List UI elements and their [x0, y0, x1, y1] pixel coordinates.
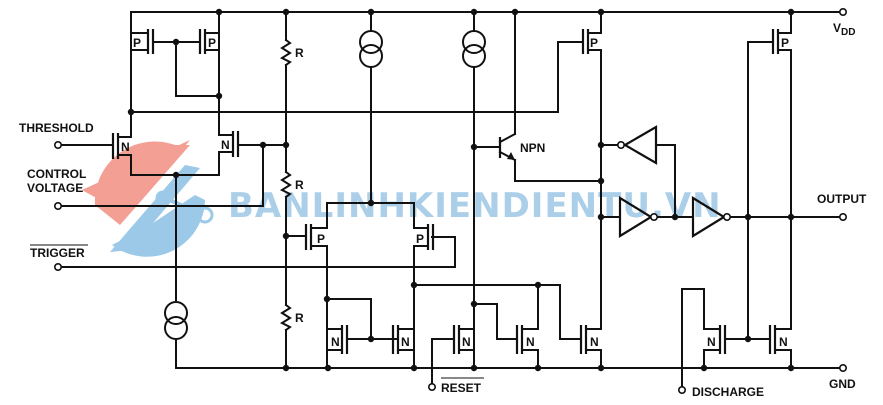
discharge-terminal[interactable]	[677, 385, 686, 394]
watermark-logo-icon	[82, 140, 214, 257]
nmos-label: N	[121, 140, 130, 154]
resistor-ladder	[279, 8, 292, 372]
nmos-label: N	[401, 335, 410, 349]
control-voltage-label: VOLTAGE	[27, 181, 83, 195]
gnd-terminal[interactable]	[838, 363, 847, 372]
resistor-label: R	[295, 46, 304, 60]
pmos-label: P	[416, 232, 424, 246]
control-voltage-label: CONTROL	[27, 167, 86, 181]
pmos-label: P	[590, 36, 598, 50]
nmos-mirror-trigger	[323, 281, 561, 372]
nmos-output	[747, 325, 795, 372]
pmos-trigger-pair	[285, 202, 435, 369]
nmos-flipflop	[473, 281, 605, 372]
pmos-label: P	[133, 36, 141, 50]
reset-label: RESET	[441, 381, 482, 395]
pmos-mirror-left	[130, 8, 223, 136]
current-source-middle	[359, 8, 383, 207]
nmos-label: N	[526, 335, 535, 349]
trigger-label: TRIGGER	[30, 246, 85, 260]
gnd-label: GND	[829, 377, 856, 391]
pmos-label: P	[317, 232, 325, 246]
current-source-left	[164, 301, 188, 369]
nmos-reset	[431, 325, 475, 384]
pmos-label: P	[208, 36, 216, 50]
discharge-label: DISCHARGE	[692, 385, 764, 399]
pmos-flipflop	[581, 8, 605, 369]
vdd-label: VDD	[833, 21, 855, 38]
npn-transistor	[473, 8, 602, 182]
inverter-feedback-icon	[600, 125, 676, 218]
nmos-label: N	[707, 335, 716, 349]
inverter-output-1-icon	[600, 196, 694, 238]
npn-label: NPN	[520, 141, 545, 155]
output-label: OUTPUT	[817, 192, 867, 206]
threshold-label: THRESHOLD	[19, 121, 94, 135]
reset-terminal[interactable]	[427, 382, 436, 391]
pmos-output	[747, 8, 795, 340]
nmos-label: N	[590, 335, 599, 349]
nmos-label: N	[779, 335, 788, 349]
resistor-label: R	[295, 178, 304, 192]
watermark: BANLINHKIENDIENTU.VN	[82, 140, 721, 257]
nmos-discharge	[681, 288, 752, 388]
control-voltage-terminal[interactable]	[53, 144, 264, 211]
current-source-right	[462, 8, 486, 372]
pmos-label: P	[781, 36, 789, 50]
output-terminal[interactable]	[838, 213, 847, 222]
resistor-label: R	[295, 311, 304, 325]
vdd-terminal[interactable]	[838, 8, 847, 17]
nmos-label: N	[462, 335, 471, 349]
nmos-label: N	[331, 335, 340, 349]
nmos-label: N	[221, 138, 230, 152]
threshold-terminal[interactable]	[53, 141, 114, 150]
threshold-comparator-output-line	[127, 41, 584, 116]
trigger-terminal[interactable]	[53, 236, 456, 271]
